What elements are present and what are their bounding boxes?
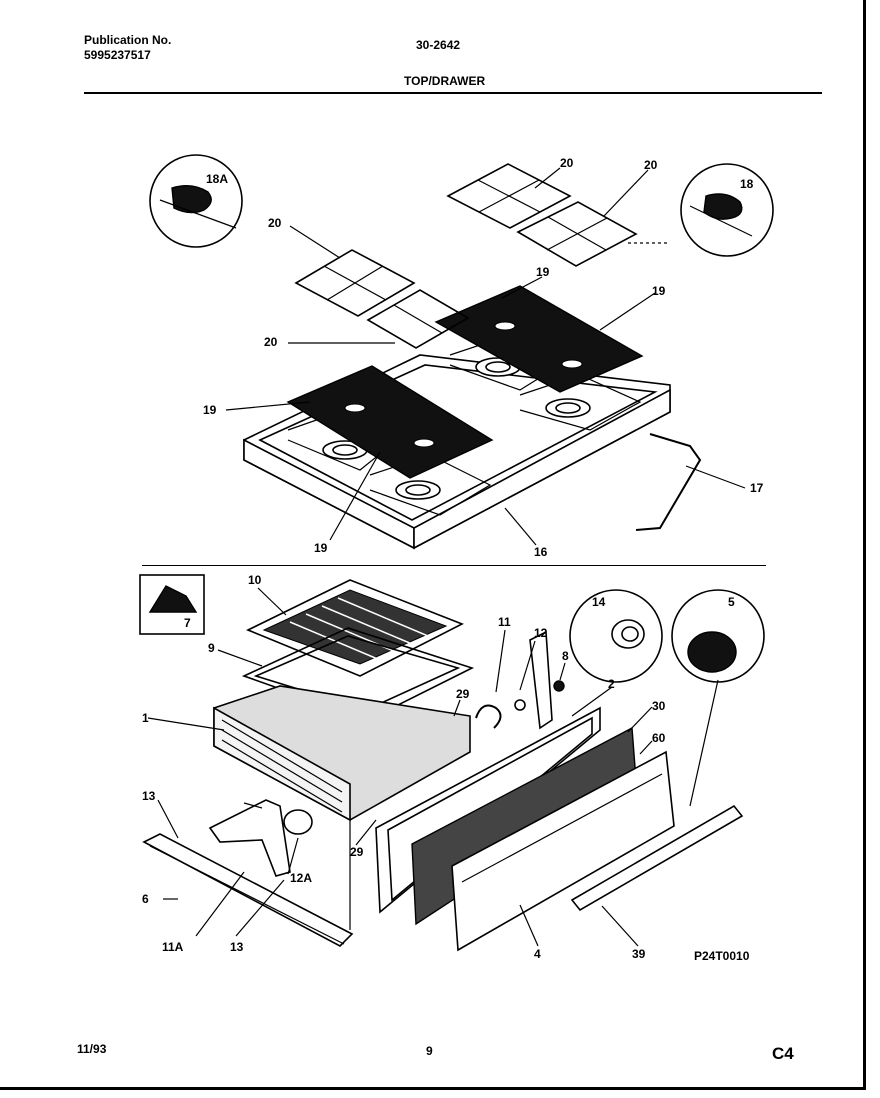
drawer-slide-bracket: [208, 799, 313, 877]
callout-18A: 18A: [206, 172, 228, 186]
callout-2: 2: [608, 677, 615, 691]
callout-11: 11: [498, 615, 511, 629]
callout-29-b: 29: [350, 845, 364, 859]
drawer-bracket-right: [475, 630, 565, 730]
callout-5: 5: [728, 595, 735, 609]
callout-20-d: 20: [644, 158, 658, 172]
callout-18: 18: [740, 177, 754, 191]
drawer-front-panel: [451, 750, 675, 952]
footer-date: 11/93: [77, 1042, 107, 1056]
callout-19-c: 19: [203, 403, 217, 417]
knob-detail-5: [671, 589, 765, 683]
callout-30: 30: [652, 699, 666, 713]
part-7-detail-box: [139, 574, 205, 635]
grate-right-rear: [446, 163, 638, 267]
drawer-handle: [570, 804, 744, 912]
callout-17: 17: [750, 481, 764, 495]
broiler-pan-grid: [246, 579, 464, 677]
callout-19-d: 19: [314, 541, 328, 555]
knob-detail-14: [569, 589, 663, 683]
bottom-leader-lines: [147, 587, 719, 947]
section-separator: [142, 565, 766, 566]
callout-12A: 12A: [290, 871, 312, 885]
callout-29-a: 29: [456, 687, 470, 701]
top-leader-lines: [225, 167, 746, 546]
callout-19-b: 19: [652, 284, 666, 298]
callout-13-b: 13: [230, 940, 244, 954]
drawer-front-frame: [375, 706, 601, 914]
page-border: [0, 0, 866, 1090]
callout-labels: 18A 18 20 20 20 20 19 19 19 19 17 16 7 1…: [142, 156, 764, 963]
grate-support-wire: [635, 433, 702, 531]
diagram-code: P24T0010: [694, 949, 750, 963]
callout-19-a: 19: [536, 265, 550, 279]
callout-7: 7: [184, 616, 191, 630]
burner-cover-plate-left: [286, 365, 494, 479]
callout-20-c: 20: [560, 156, 574, 170]
section-title: TOP/DRAWER: [404, 74, 486, 88]
callout-9: 9: [208, 641, 215, 655]
footer-corner-code: C4: [772, 1044, 794, 1063]
callout-14: 14: [592, 595, 606, 609]
publication-number: 5995237517: [84, 48, 151, 62]
exploded-parts-diagram: 18A 18 20 20 20 20 19 19 19 19 17 16 7 1…: [139, 154, 774, 963]
footer-page-number: 9: [426, 1044, 433, 1058]
drawer-slide-rail: [142, 833, 354, 947]
model-number: 30-2642: [416, 38, 461, 52]
callout-16: 16: [534, 545, 548, 559]
callout-20-a: 20: [268, 216, 282, 230]
callout-6: 6: [142, 892, 149, 906]
callout-11A: 11A: [162, 940, 184, 954]
callout-39: 39: [632, 947, 646, 961]
callout-60: 60: [652, 731, 666, 745]
grate-left-rear: [294, 249, 470, 349]
callout-12: 12: [534, 626, 548, 640]
callout-8: 8: [562, 649, 569, 663]
burner-cover-plate-right: [434, 285, 644, 393]
drawer-body: [213, 685, 471, 822]
knob-detail-18A: [149, 154, 243, 248]
callout-4: 4: [534, 947, 541, 961]
header-rule: [84, 92, 822, 94]
callout-20-b: 20: [264, 335, 278, 349]
callout-1: 1: [142, 711, 149, 725]
knob-detail-18: [680, 163, 774, 257]
callout-10: 10: [248, 573, 262, 587]
callout-13-a: 13: [142, 789, 156, 803]
publication-label: Publication No.: [84, 33, 172, 47]
